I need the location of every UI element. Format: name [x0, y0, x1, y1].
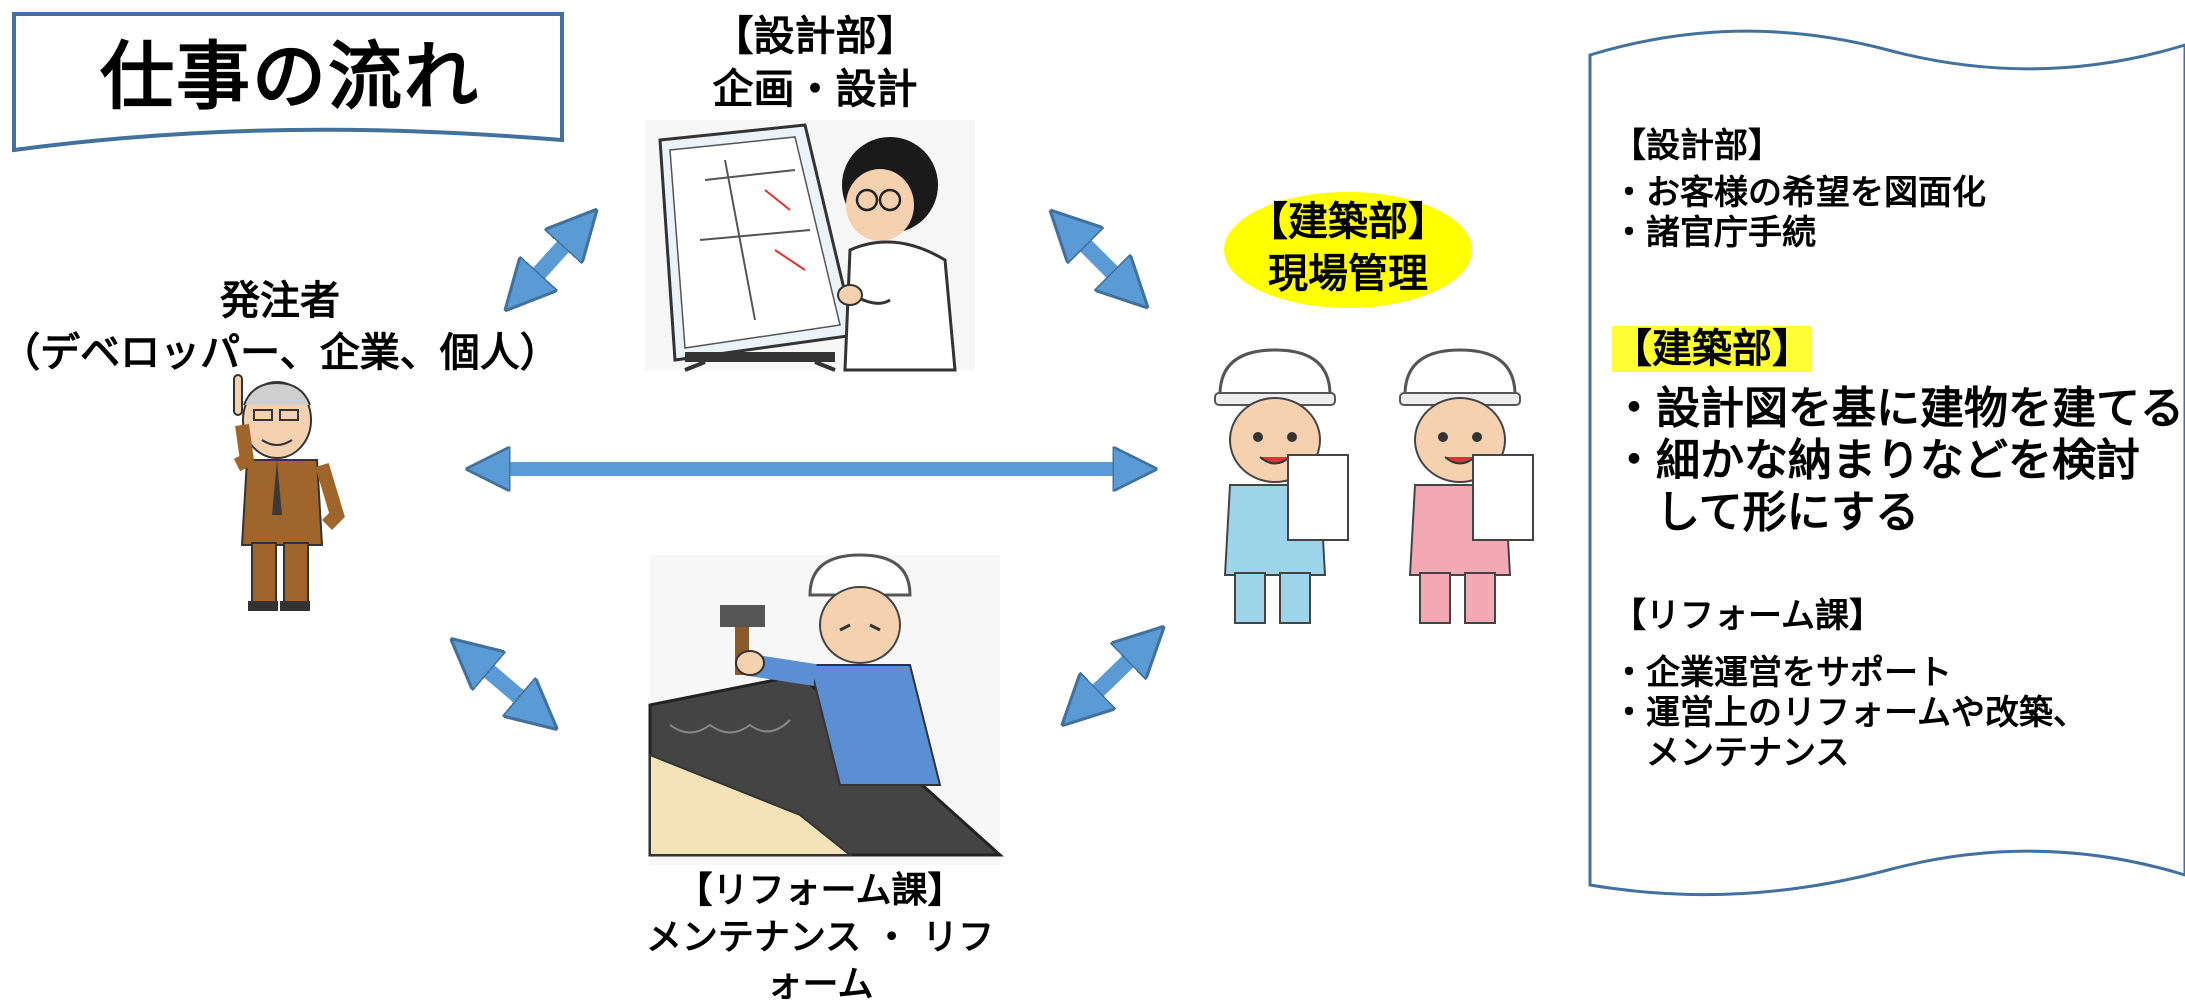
construction-dept-role: 現場管理	[1268, 251, 1428, 297]
title-banner	[12, 12, 564, 153]
drafter-illustration	[645, 120, 975, 372]
note-construction-items: ・設計図を基に建物を建てる ・細かな納まりなどを検討 して形にする	[1612, 383, 2184, 538]
design-dept-role: 企画・設計	[712, 65, 918, 114]
arrow-reform-construction	[1080, 644, 1146, 708]
site-workers-illustration	[1214, 348, 1534, 624]
arrow-client-design	[522, 228, 580, 292]
design-dept-name: 【設計部】	[712, 12, 918, 60]
note-reform-title: 【リフォーム課】	[1612, 596, 1883, 636]
worker-pink	[1399, 348, 1534, 624]
reform-dept-name: 【リフォーム課】	[676, 870, 964, 911]
note-construction-title: 【建築部】	[1612, 326, 1812, 373]
note-design-title: 【設計部】	[1612, 126, 1782, 166]
note-construction-highlight: 【建築部】	[1612, 326, 1812, 372]
worker-blue	[1214, 348, 1349, 624]
design-dept-label: 【設計部】 企画・設計	[655, 10, 975, 117]
client-label: 発注者 （デベロッパー、企業、個人）	[0, 275, 560, 379]
construction-highlight-ellipse	[1224, 192, 1472, 308]
construction-dept-label: 【建築部】 現場管理	[1222, 196, 1474, 306]
page-title: 仕事の流れ	[100, 33, 480, 120]
client-name: 発注者	[220, 278, 340, 324]
roofer-illustration	[648, 553, 1004, 865]
note-design-items: ・お客様の希望を図面化 ・諸官庁手続	[1612, 173, 1986, 254]
arrows-layer	[0, 0, 1600, 957]
construction-dept-name: 【建築部】	[1248, 199, 1448, 245]
note-reform-items: ・企業運営をサポート ・運営上のリフォームや改築、 メンテナンス	[1612, 653, 2087, 774]
client-man-illustration	[233, 374, 345, 611]
arrow-client-reform	[470, 655, 538, 713]
arrow-design-construction	[1068, 228, 1130, 290]
client-examples: （デベロッパー、企業、個人）	[0, 330, 560, 376]
note-panel	[1588, 29, 2185, 897]
